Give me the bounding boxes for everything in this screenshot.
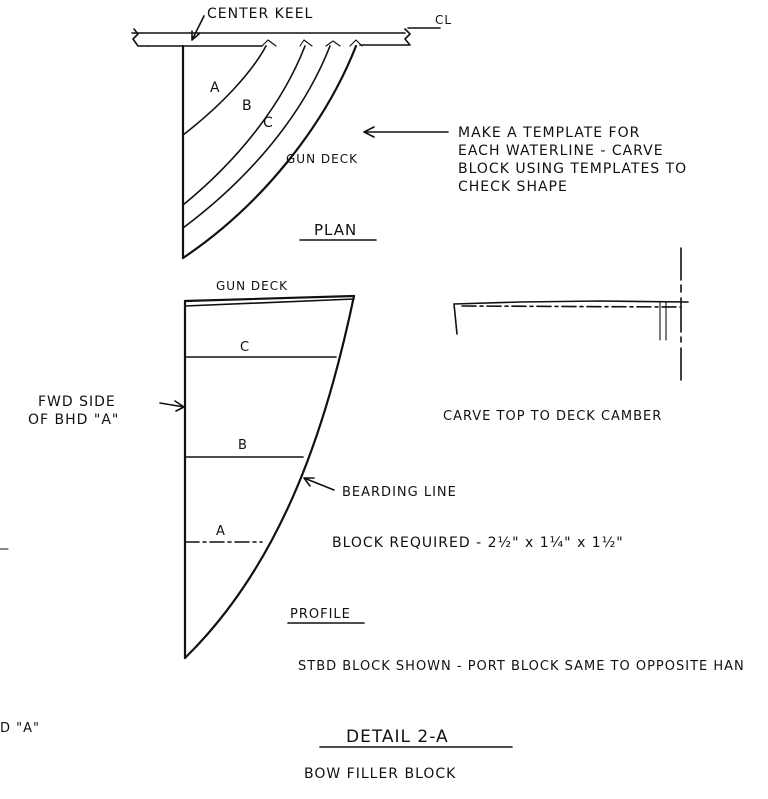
template-note-line1: MAKE A TEMPLATE FOR (458, 125, 640, 141)
cl-label: CL (435, 13, 452, 27)
deck-camber-sketch: CARVE TOP TO DECK CAMBER (443, 247, 689, 424)
profile-label-a: A (216, 524, 226, 539)
center-keel-label: CENTER KEEL (207, 6, 313, 22)
template-note-line4: CHECK SHAPE (458, 179, 568, 195)
edge-fragment-label: D "A" (0, 721, 40, 736)
template-note-arrow (363, 126, 449, 138)
plan-waterline-c (182, 45, 331, 229)
profile-gun-deck-label: GUN DECK (216, 279, 288, 293)
plan-gun-deck-label: GUN DECK (286, 152, 358, 166)
center-keel-arrow (191, 15, 205, 41)
fwd-side-arrow (159, 400, 185, 412)
block-required-note: BLOCK REQUIRED - 2½" x 1¼" x 1½" (332, 535, 624, 551)
fwd-side-label-line1: FWD SIDE (38, 394, 116, 410)
profile-title: PROFILE (290, 607, 351, 622)
plan-label-a: A (210, 80, 221, 96)
stbd-block-note: STBD BLOCK SHOWN - PORT BLOCK SAME TO OP… (298, 659, 745, 674)
plan-waterline-b (182, 45, 306, 206)
edge-fragments: D "A" (0, 548, 40, 736)
camber-reference-line (461, 305, 681, 308)
plan-view: CENTER KEEL CL A B C GUN DECK MAKE A TEM… (131, 6, 687, 260)
template-note-line3: BLOCK USING TEMPLATES TO (458, 161, 687, 177)
camber-caption: CARVE TOP TO DECK CAMBER (443, 409, 662, 424)
plan-label-b: B (242, 98, 253, 114)
profile-top-edge (183, 294, 356, 303)
detail-title-block: DETAIL 2-A BOW FILLER BLOCK (304, 727, 513, 782)
plan-gun-deck-curve (181, 44, 358, 260)
profile-label-b: B (238, 438, 248, 453)
keel-right-break (359, 28, 411, 46)
profile-bearding-curve (183, 294, 356, 660)
detail-title: DETAIL 2-A (346, 727, 449, 747)
camber-left-edge (453, 303, 458, 335)
keel-centerline (131, 27, 441, 34)
plan-title: PLAN (314, 221, 357, 239)
camber-top-curve (453, 300, 689, 305)
plan-waterline-a (182, 45, 267, 136)
plan-label-c: C (263, 115, 274, 131)
camber-right-ticks (659, 301, 667, 341)
bearding-line-arrow (303, 477, 335, 491)
plan-keel-notches (261, 39, 363, 47)
profile-top-edge-lower (184, 298, 355, 307)
profile-label-c: C (240, 340, 250, 355)
fwd-side-label-line2: OF BHD "A" (28, 412, 119, 428)
template-note-line2: EACH WATERLINE - CARVE (458, 143, 664, 159)
bearding-line-label: BEARDING LINE (342, 485, 457, 500)
keel-left-break (132, 28, 149, 47)
profile-view: GUN DECK C B A FWD SIDE OF BHD "A" BEARD… (28, 279, 745, 674)
detail-subtitle: BOW FILLER BLOCK (304, 766, 456, 782)
